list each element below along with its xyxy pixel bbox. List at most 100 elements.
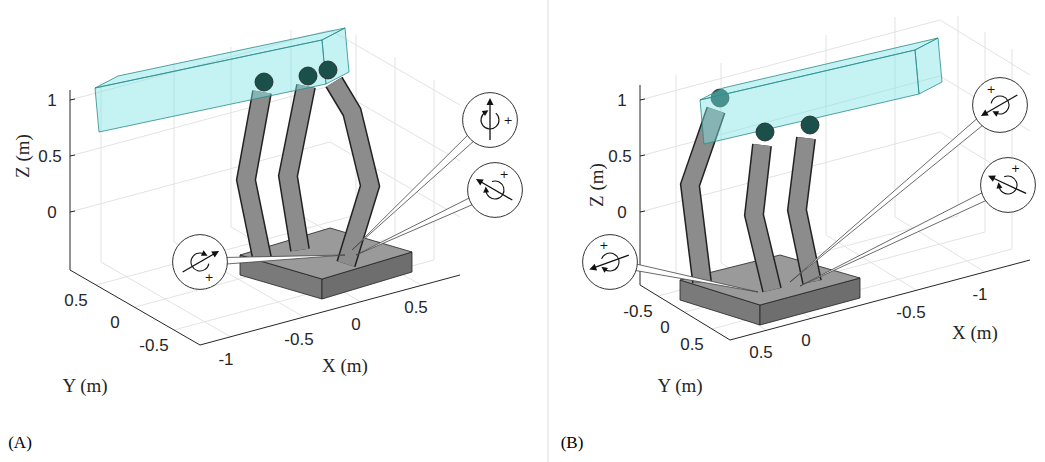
axis-lines [70, 90, 460, 345]
axis-label: X (m) [322, 356, 368, 375]
tick-label: 0.5 [404, 299, 428, 316]
gripper-ball [801, 116, 819, 134]
payload-box [700, 50, 919, 144]
robot-arm [288, 86, 306, 250]
robot-arm [797, 138, 812, 282]
tick-label: -1 [972, 286, 987, 303]
axes-a [70, 20, 460, 345]
callout-outline [973, 78, 1028, 133]
gripper-ball [255, 73, 273, 91]
tick-label: -0.5 [284, 331, 313, 348]
arrow-head [487, 98, 494, 105]
rotation-sign: + [499, 169, 508, 180]
callout-circle [172, 234, 228, 290]
arrow-head [996, 182, 1002, 188]
callout-circle [980, 157, 1036, 213]
callout-outline [173, 235, 228, 290]
axis-arrow [595, 255, 629, 267]
arrow-head [201, 250, 208, 255]
tick-label: 0.5 [38, 148, 62, 165]
arrow-head [992, 111, 999, 116]
tick-label: 0.5 [64, 292, 88, 309]
tick-label: 0 [617, 204, 626, 221]
callout-wedges [200, 102, 1011, 292]
tick-label: 0 [110, 314, 119, 331]
tick-label: 0 [47, 204, 56, 221]
robot-arm [797, 138, 812, 282]
axis-label: Z (m) [13, 134, 32, 178]
callout-outline [463, 93, 518, 148]
rotation-callout: + [467, 162, 523, 218]
axis-arrow [183, 254, 214, 272]
panel-label: (B) [561, 434, 584, 451]
tick-label: 0.5 [680, 336, 704, 353]
arrow-head [981, 109, 989, 116]
rotation-sign: + [986, 84, 995, 95]
arrow-head [482, 110, 489, 116]
robot-arm [754, 145, 772, 290]
callout-circle [467, 162, 523, 218]
tick-label: 0 [351, 316, 360, 333]
grid-lines [640, 16, 1030, 330]
rotation-callout: + [462, 92, 518, 148]
back-wall [940, 5, 1030, 260]
rotation-callout: + [172, 234, 228, 290]
rotation-arc [486, 181, 504, 199]
arrow-head [601, 267, 608, 273]
tick-label: 0 [801, 332, 810, 349]
tick-label: 1 [617, 92, 626, 109]
axis-lines [640, 85, 1030, 340]
payload-box [915, 38, 942, 94]
rotation-arc [999, 176, 1017, 194]
tick-label: -0.5 [139, 337, 168, 354]
axis-label: Y (m) [657, 376, 702, 395]
callout-circle [582, 234, 638, 290]
robot-arm [246, 92, 262, 258]
robot-arm [334, 82, 370, 264]
rotation-sign: + [599, 240, 608, 251]
callout-outline [583, 235, 638, 290]
panel-label: (A) [8, 434, 32, 451]
rotation-sign: + [204, 272, 213, 283]
tick-label: 0.5 [608, 148, 632, 165]
payload-box [95, 40, 326, 132]
callout-outline [468, 163, 523, 218]
arrow-head [988, 175, 996, 181]
rotation-sign: + [1011, 163, 1020, 174]
axis-label: Z (m) [587, 163, 606, 207]
arrow-head [589, 264, 597, 271]
rotation-arc [481, 112, 499, 129]
callout-outline [981, 158, 1036, 213]
back-wall [640, 5, 940, 285]
axis-arrow [481, 182, 512, 200]
robot-arm [288, 86, 306, 250]
robot-arm [754, 145, 772, 290]
tick-label: -0.5 [623, 303, 652, 320]
gripper-ball [319, 61, 337, 79]
axis-arrow [986, 95, 1017, 113]
robot-arm [246, 92, 262, 258]
axes-b [640, 5, 1030, 340]
rotation-callout: + [582, 234, 638, 290]
gripper-ball [299, 67, 317, 85]
arrow-head [476, 179, 484, 186]
arrow-head [211, 251, 219, 258]
tick-label: -0.5 [896, 304, 925, 321]
arrow-head [483, 187, 489, 193]
tick-label: 0.5 [749, 344, 773, 361]
tick-label: 0 [660, 319, 669, 336]
rotation-sign: + [503, 115, 512, 126]
callout-wedge [800, 181, 1011, 286]
tick-label: 1 [47, 92, 56, 109]
robot-arm [334, 82, 370, 264]
panel-divider [548, 0, 549, 462]
rotation-callout: + [972, 77, 1028, 133]
axis-arrow [489, 104, 490, 140]
gripper-ball [756, 123, 774, 141]
back-wall [70, 20, 330, 270]
callout-circle [972, 77, 1028, 133]
robot-b [680, 38, 942, 325]
rotation-callout: + [980, 157, 1036, 213]
axis-label: X (m) [952, 323, 998, 342]
